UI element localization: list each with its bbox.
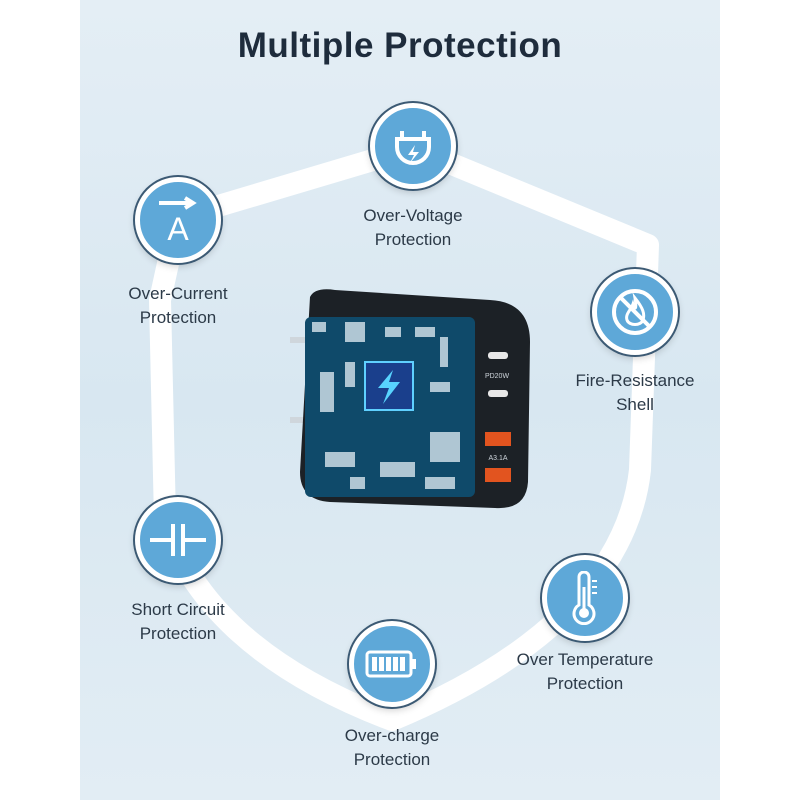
thermometer-icon	[542, 555, 628, 641]
charger-a-label: A3.1A	[488, 455, 507, 462]
feature-label-line2: Shell	[616, 395, 654, 414]
feature-label-line1: Fire-Resistance	[575, 371, 695, 390]
battery-icon	[349, 621, 435, 707]
feature-label-line1: Short Circuit	[131, 600, 225, 619]
feature-label-line2: Protection	[353, 750, 431, 769]
feature-label-line2: Protection	[139, 308, 217, 327]
feature-label-line1: Over-Voltage	[363, 206, 463, 225]
feature-label-line2: Protection	[546, 674, 624, 693]
feature-label-line2: Protection	[139, 624, 217, 643]
feature-label-line1: Over-Current	[128, 284, 228, 303]
ampere-arrow-icon: A	[135, 177, 221, 263]
feature-label-line1: Over Temperature	[516, 650, 654, 669]
page-title: Multiple Protection	[237, 26, 563, 65]
plug-bolt-icon	[370, 103, 456, 189]
charger-pd-label: PD20W	[485, 373, 510, 380]
no-fire-icon	[592, 269, 678, 355]
charger-image: PD20W A3.1A	[290, 289, 530, 509]
feature-label-line1: Over-charge	[344, 726, 440, 745]
capacitor-icon	[135, 497, 221, 583]
feature-label-line2: Protection	[374, 230, 452, 249]
svg-text:A: A	[167, 211, 189, 245]
